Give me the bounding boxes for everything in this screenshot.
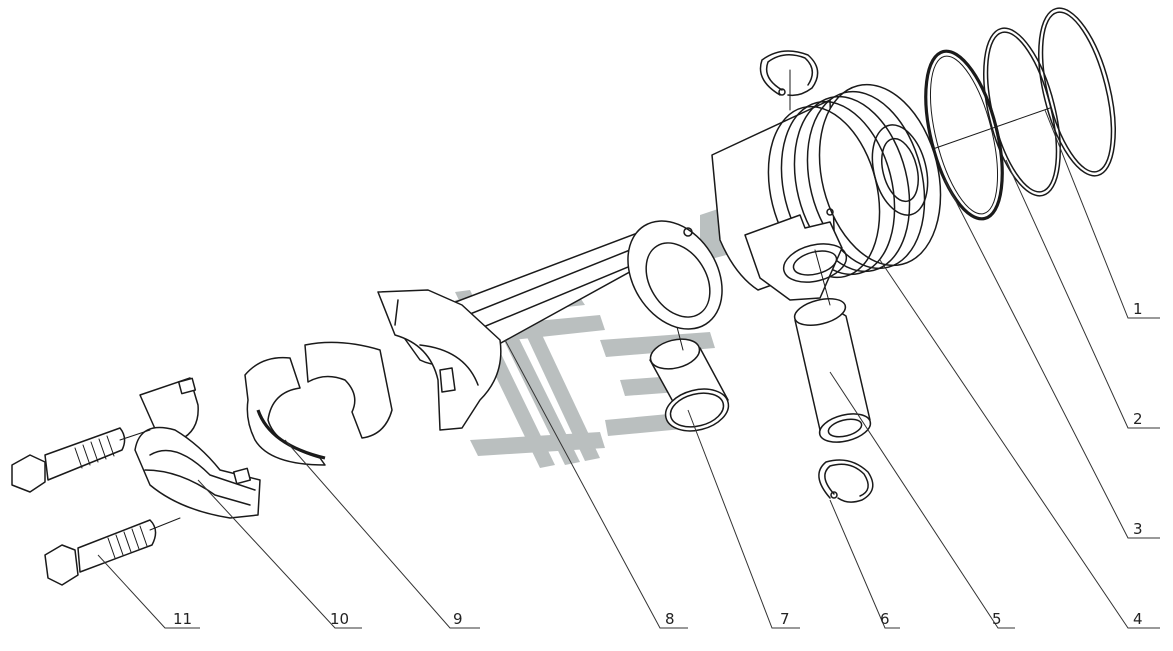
small-end-bushing bbox=[649, 338, 730, 432]
callout-5: 5 bbox=[992, 610, 1002, 628]
callout-10: 10 bbox=[330, 610, 349, 628]
connecting-rod-bolt-lower bbox=[44, 519, 157, 586]
piston-pin bbox=[793, 298, 872, 443]
callout-3: 3 bbox=[1133, 520, 1143, 538]
callout-labels: 1 2 3 4 5 6 7 8 9 10 11 bbox=[173, 300, 1143, 628]
retaining-clip bbox=[818, 459, 874, 503]
retaining-clip-upper bbox=[759, 50, 819, 97]
bearing-cap bbox=[134, 377, 261, 519]
callout-7: 7 bbox=[780, 610, 790, 628]
bearing-shell-upper bbox=[244, 341, 393, 466]
piston-ring-1 bbox=[1038, 7, 1116, 177]
callout-4: 4 bbox=[1133, 610, 1143, 628]
callout-9: 9 bbox=[453, 610, 463, 628]
callout-11: 11 bbox=[173, 610, 192, 628]
piston bbox=[711, 83, 942, 301]
callout-8: 8 bbox=[665, 610, 675, 628]
callout-1: 1 bbox=[1133, 300, 1143, 318]
piston-ring-2 bbox=[983, 27, 1061, 197]
callout-2: 2 bbox=[1133, 410, 1143, 428]
connecting-rod-bolt-upper bbox=[11, 427, 126, 493]
connecting-rod bbox=[377, 220, 723, 431]
callout-6: 6 bbox=[880, 610, 890, 628]
leader-lines bbox=[97, 109, 1160, 629]
